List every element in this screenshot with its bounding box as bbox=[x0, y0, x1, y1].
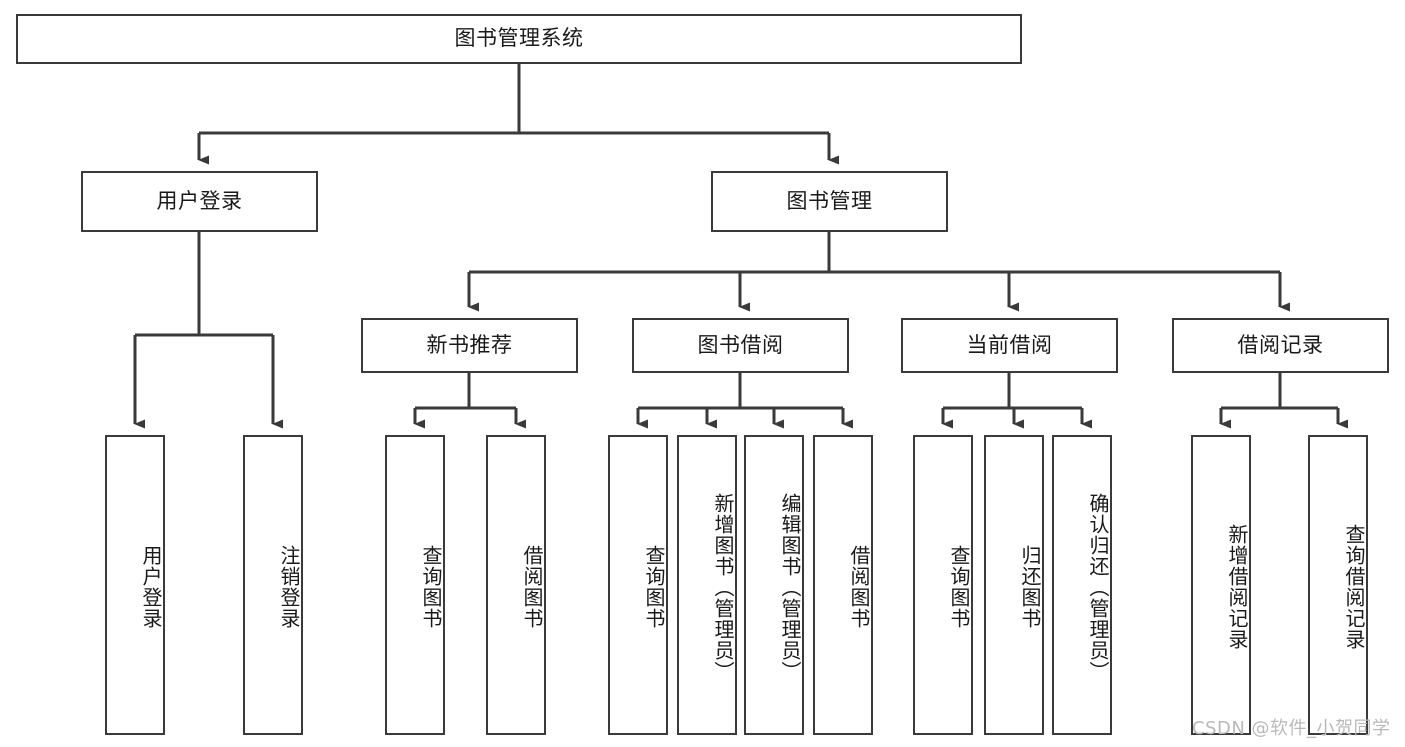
leaf-node[interactable]: 查询借阅记录 bbox=[1308, 435, 1368, 735]
watermark-text: CSDN @软件_小贺同学 bbox=[1192, 718, 1391, 739]
leaf-node-label: 新增图书（管理员） bbox=[711, 492, 735, 682]
leaf-node-label: 注销登录 bbox=[277, 545, 301, 629]
node-book-management[interactable]: 图书管理 bbox=[711, 171, 948, 232]
leaf-node-label: 编辑图书（管理员） bbox=[778, 492, 802, 682]
leaf-node[interactable]: 注销登录 bbox=[243, 435, 303, 735]
leaf-node[interactable]: 查询图书 bbox=[385, 435, 445, 735]
node-current-borrow[interactable]: 当前借阅 bbox=[901, 318, 1118, 373]
leaf-node-label: 确认归还（管理员） bbox=[1086, 492, 1110, 682]
node-new-book-recommend-label: 新书推荐 bbox=[426, 332, 513, 357]
leaf-node-label: 查询图书 bbox=[642, 545, 666, 629]
node-user-login-label: 用户登录 bbox=[156, 188, 243, 213]
leaf-node-label: 借阅图书 bbox=[520, 545, 544, 629]
node-book-management-label: 图书管理 bbox=[786, 188, 873, 213]
node-book-borrow[interactable]: 图书借阅 bbox=[632, 318, 849, 373]
leaf-node[interactable]: 编辑图书（管理员） bbox=[744, 435, 804, 735]
leaf-node[interactable]: 查询图书 bbox=[608, 435, 668, 735]
leaf-node[interactable]: 新增图书（管理员） bbox=[677, 435, 737, 735]
leaf-node-label: 借阅图书 bbox=[847, 545, 871, 629]
node-current-borrow-label: 当前借阅 bbox=[966, 332, 1053, 357]
leaf-node[interactable]: 借阅图书 bbox=[486, 435, 546, 735]
leaf-node-label: 新增借阅记录 bbox=[1225, 524, 1249, 650]
node-root[interactable]: 图书管理系统 bbox=[16, 14, 1022, 64]
leaf-node-label: 查询借阅记录 bbox=[1342, 524, 1366, 650]
node-user-login[interactable]: 用户登录 bbox=[81, 171, 318, 232]
node-root-label: 图书管理系统 bbox=[454, 26, 584, 51]
leaf-node-label: 查询图书 bbox=[947, 545, 971, 629]
leaf-node[interactable]: 查询图书 bbox=[913, 435, 973, 735]
leaf-node-label: 用户登录 bbox=[139, 545, 163, 629]
leaf-node-label: 归还图书 bbox=[1018, 545, 1042, 629]
node-borrow-record-label: 借阅记录 bbox=[1237, 332, 1324, 357]
leaf-node-label: 查询图书 bbox=[419, 545, 443, 629]
leaf-node[interactable]: 新增借阅记录 bbox=[1191, 435, 1251, 735]
leaf-node[interactable]: 用户登录 bbox=[105, 435, 165, 735]
leaf-node[interactable]: 借阅图书 bbox=[813, 435, 873, 735]
node-new-book-recommend[interactable]: 新书推荐 bbox=[361, 318, 578, 373]
leaf-node[interactable]: 归还图书 bbox=[984, 435, 1044, 735]
node-borrow-record[interactable]: 借阅记录 bbox=[1172, 318, 1389, 373]
node-book-borrow-label: 图书借阅 bbox=[697, 332, 784, 357]
leaf-node[interactable]: 确认归还（管理员） bbox=[1052, 435, 1112, 735]
